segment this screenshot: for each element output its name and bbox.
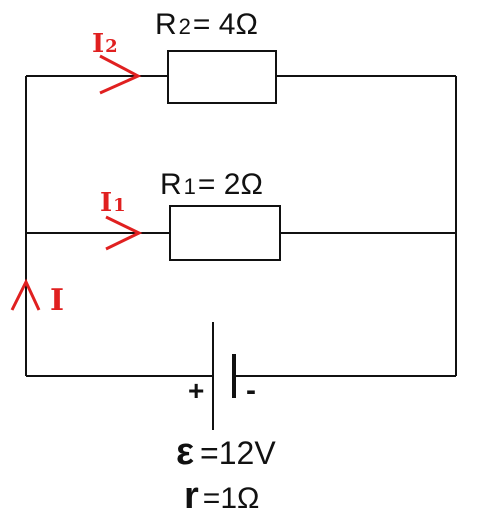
resistor-r2-label: R2= 4Ω: [155, 8, 258, 41]
current-arrow-i: [10, 278, 41, 311]
resistor-r1: [169, 205, 281, 261]
current-label-i1: I1: [100, 188, 126, 218]
current-label-i: I: [50, 283, 64, 318]
wires: [25, 75, 457, 377]
emf-label: ε=12V: [176, 431, 276, 473]
resistor-r2: [167, 50, 277, 104]
current-label-i2: I2: [92, 29, 118, 59]
battery-negative-sign: -: [246, 374, 256, 407]
current-arrow-i1: [105, 215, 143, 251]
resistor-r1-label: R1= 2Ω: [160, 168, 263, 201]
battery-positive-sign: +: [188, 375, 204, 406]
internal-resistance-label: r=1Ω: [184, 475, 259, 517]
current-arrow-i2: [99, 54, 142, 95]
